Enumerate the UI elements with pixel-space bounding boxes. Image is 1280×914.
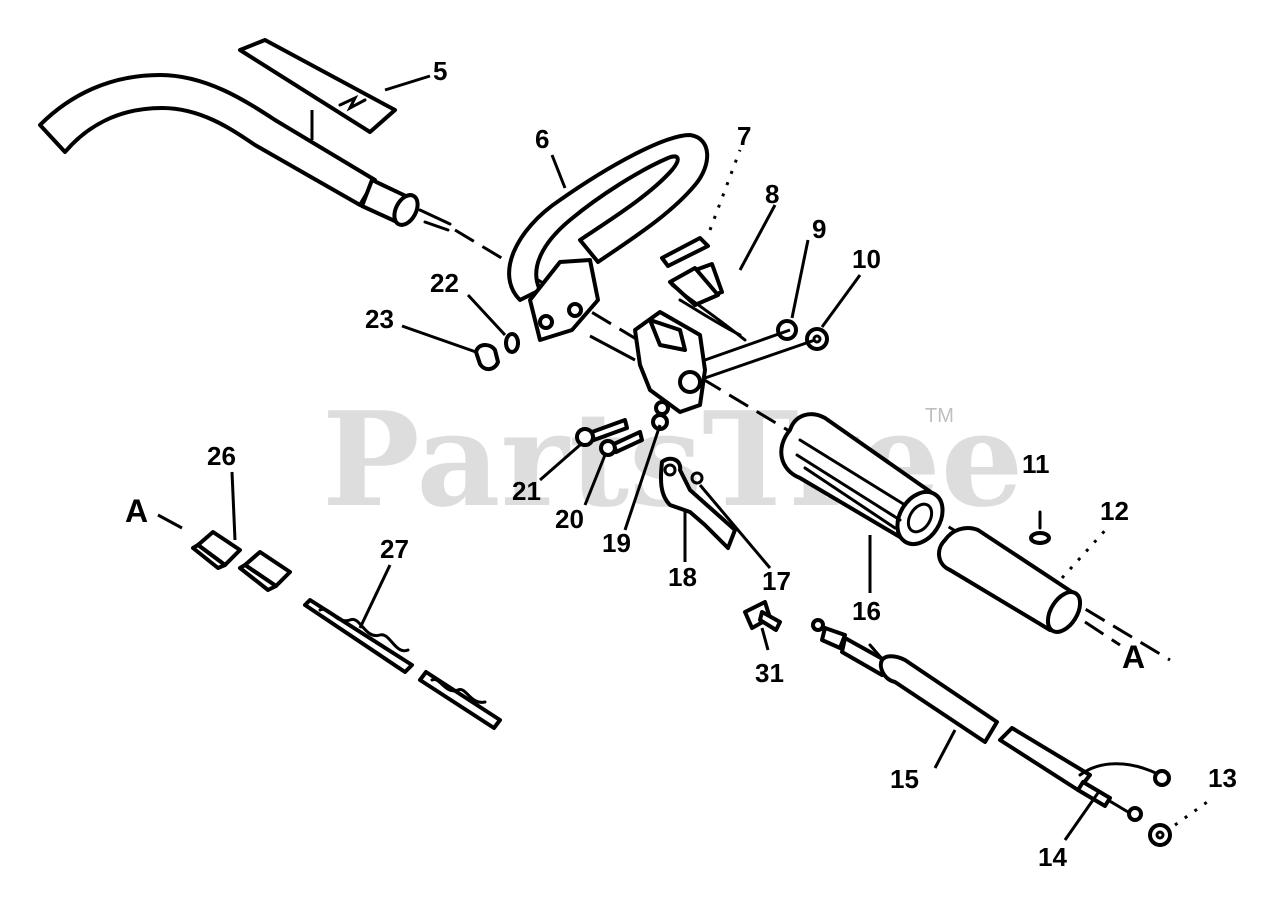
callout-31: 31 <box>755 658 784 688</box>
callout-26: 26 <box>207 441 236 471</box>
callout-18: 18 <box>668 562 697 592</box>
ref-a-left: A <box>125 493 148 529</box>
nut-9 <box>776 239 810 341</box>
washer-19 <box>651 400 670 431</box>
callout-21: 21 <box>512 476 541 506</box>
callout-22: 22 <box>430 268 459 298</box>
leader-8 <box>738 204 777 271</box>
callout-10: 10 <box>852 244 881 274</box>
screw-7 <box>660 149 742 268</box>
tube-12 <box>937 510 1112 634</box>
callout-12: 12 <box>1100 496 1129 526</box>
decal <box>238 38 431 140</box>
grip <box>779 412 945 547</box>
callout-17: 17 <box>762 566 791 596</box>
ref-a-right-leader <box>1084 620 1121 647</box>
shaft-insert-26 <box>191 471 292 592</box>
throttle-housing <box>589 310 816 414</box>
callout-16: 16 <box>852 596 881 626</box>
callout-6: 6 <box>535 124 549 154</box>
bolt-31 <box>743 600 782 651</box>
leader-19 <box>623 424 662 531</box>
screw-21 <box>575 418 629 447</box>
ref-a-left-leader <box>157 513 183 530</box>
callout-5: 5 <box>433 56 447 86</box>
leader-20 <box>583 454 607 506</box>
throttle-cable <box>811 618 1171 822</box>
leader-21 <box>539 443 581 482</box>
switch <box>668 262 747 342</box>
nut-13 <box>1148 798 1211 847</box>
callout-13: 13 <box>1208 763 1237 793</box>
watermark-trademark: TM <box>925 405 954 427</box>
callout-20: 20 <box>555 504 584 534</box>
handle-shaft <box>38 73 452 232</box>
callout-27: 27 <box>380 534 409 564</box>
screw-20 <box>599 430 644 457</box>
callout-9: 9 <box>812 214 826 244</box>
ref-a-right: A <box>1122 639 1145 675</box>
callout-11: 11 <box>1022 449 1050 479</box>
spring-17 <box>690 471 772 569</box>
washer-22 <box>466 293 520 354</box>
screw-23 <box>401 324 500 371</box>
washer-10 <box>805 274 862 351</box>
loop-handle <box>507 133 710 342</box>
callout-15: 15 <box>890 764 919 794</box>
trigger-18 <box>659 456 737 550</box>
callout-7: 7 <box>737 121 751 151</box>
drive-cable-27 <box>303 564 502 730</box>
callout-19: 19 <box>602 528 631 558</box>
callout-14: 14 <box>1038 842 1067 872</box>
callout-23: 23 <box>365 304 394 334</box>
leader-6 <box>550 154 567 189</box>
callout-8: 8 <box>765 179 779 209</box>
connector-14 <box>1063 789 1102 841</box>
